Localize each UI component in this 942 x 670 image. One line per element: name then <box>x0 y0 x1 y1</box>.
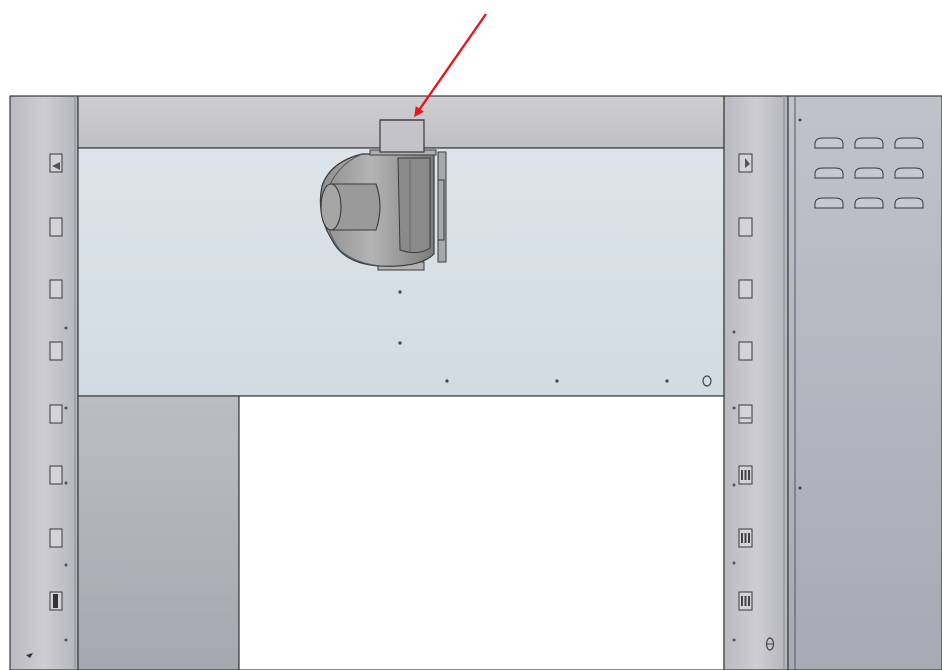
vent-louver <box>894 137 924 149</box>
slot-cutout <box>738 217 753 237</box>
right-post-slots <box>738 153 753 611</box>
red-arrow-annotation <box>414 13 487 118</box>
terminal-pin <box>741 470 743 480</box>
slot-cutout <box>49 279 63 299</box>
mounting-hole <box>702 375 712 387</box>
slot-cutout <box>738 404 753 424</box>
terminal-pin <box>748 596 750 606</box>
slot-cutout <box>49 153 63 173</box>
vent-louver <box>814 197 844 209</box>
terminal-pin <box>744 470 747 480</box>
right-side-cabinet <box>787 95 942 670</box>
vent-louver <box>814 167 844 179</box>
vent-louver <box>854 167 884 179</box>
terminal-pin <box>741 533 743 543</box>
small-tab-icon <box>26 653 33 658</box>
slot-cutout <box>49 465 63 485</box>
slot-tab <box>52 162 60 170</box>
terminal-pin <box>744 596 747 606</box>
vent-louver <box>854 137 884 149</box>
left-post-slots <box>49 153 63 611</box>
slot-cutout <box>738 279 753 299</box>
vent-louver <box>894 197 924 209</box>
slot-tab <box>745 158 750 168</box>
terminal-pin <box>748 470 750 480</box>
vent-louver <box>894 167 924 179</box>
terminal-pin <box>741 596 743 606</box>
fan-outlet-duct <box>379 119 425 153</box>
terminal-pin <box>744 533 747 543</box>
frame-opening <box>238 395 725 670</box>
slot-insert <box>53 594 58 608</box>
slot-cutout <box>49 341 63 361</box>
left-post <box>9 95 79 670</box>
vent-louver <box>814 137 844 149</box>
blower-fan <box>319 119 447 271</box>
vent-louver <box>854 197 884 209</box>
slot-cutout <box>738 341 753 361</box>
lower-left-panel <box>77 395 240 670</box>
slot-cutout <box>49 217 63 237</box>
slot-cutout <box>49 404 63 424</box>
slot-cutout <box>49 528 63 548</box>
terminal-pin <box>748 533 750 543</box>
vent-louvers <box>814 137 924 209</box>
right-post <box>723 95 789 670</box>
fan-motor-block <box>397 157 431 254</box>
